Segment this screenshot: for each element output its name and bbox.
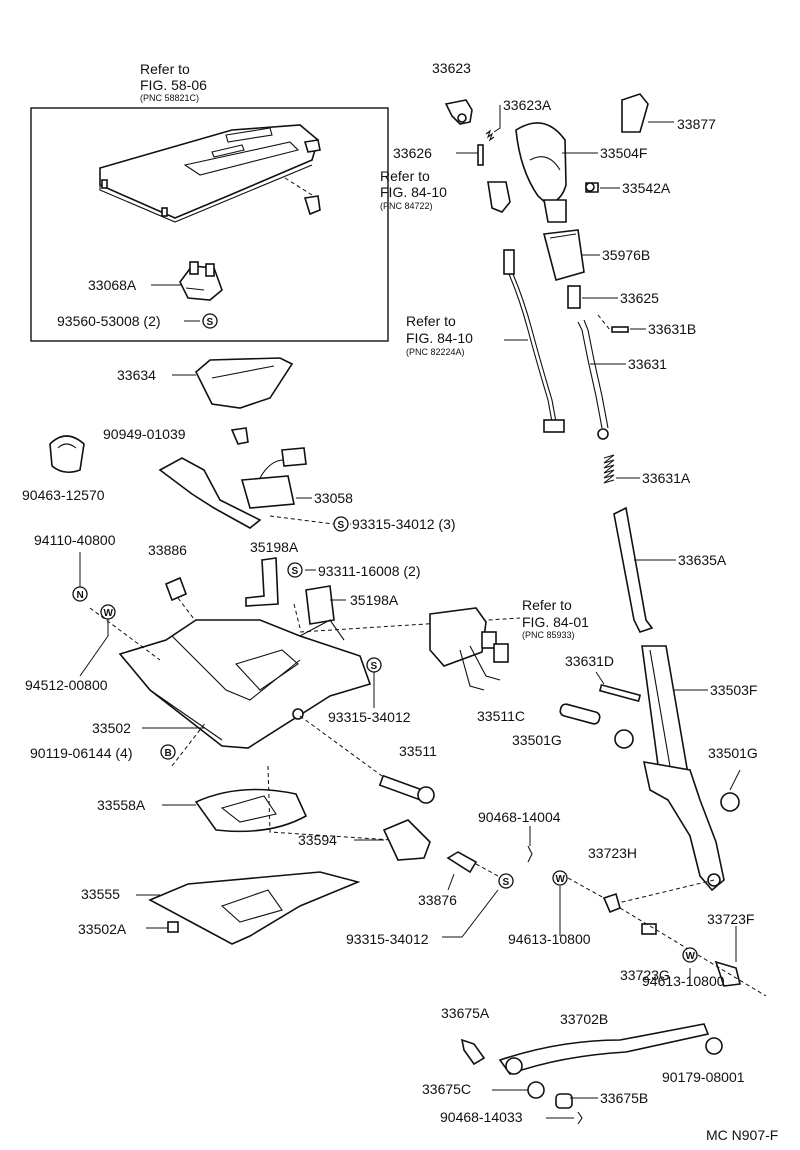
label-33631: 33631 (628, 356, 667, 372)
ref-84-10a-line1: Refer to (380, 168, 430, 184)
label-33723F: 33723F (707, 911, 754, 927)
label-90463: 90463-12570 (22, 487, 105, 503)
svg-text:W: W (556, 874, 566, 885)
symbol-w-94512: W (100, 604, 116, 620)
svg-text:B: B (165, 748, 172, 759)
label-35198A-1: 35198A (250, 539, 299, 555)
label-93311: 93311-16008 (2) (318, 563, 420, 579)
label-33502: 33502 (92, 720, 131, 736)
shift-knob-group (444, 93, 674, 484)
svg-text:W: W (686, 951, 696, 962)
label-94613b: 94613-10800 (642, 973, 725, 989)
label-90949: 90949-01039 (103, 426, 186, 442)
label-33058: 33058 (314, 490, 353, 506)
label-33625: 33625 (620, 290, 659, 306)
label-33068A: 33068A (88, 277, 137, 293)
label-33631A: 33631A (642, 470, 691, 486)
svg-text:W: W (104, 608, 114, 619)
label-33702B: 33702B (560, 1011, 608, 1027)
symbol-w-94613b: W (682, 947, 698, 963)
label-93560: 93560-53008 (2) (57, 313, 161, 329)
symbol-s-93560: S (202, 313, 218, 329)
shift-lever-group (559, 506, 741, 905)
svg-text:S: S (371, 661, 378, 672)
label-33626: 33626 (393, 145, 432, 161)
label-33631B: 33631B (648, 321, 696, 337)
label-90468b: 90468-14033 (440, 1109, 523, 1125)
label-33511: 33511 (399, 743, 437, 759)
label-33723H: 33723H (588, 845, 637, 861)
label-33675B: 33675B (600, 1090, 648, 1106)
svg-text:S: S (503, 877, 510, 888)
symbol-w-94613a: W (552, 870, 568, 886)
svg-text:S: S (292, 566, 299, 577)
label-35198A-2: 35198A (350, 592, 399, 608)
svg-text:S: S (207, 317, 214, 328)
label-33723G: 33723G (620, 967, 670, 983)
label-33886: 33886 (148, 542, 187, 558)
ref-84-01-pnc: (PNC 85933) (522, 630, 575, 640)
label-33502A: 33502A (78, 921, 127, 937)
symbol-n-94110: N (72, 586, 88, 602)
label-33501G-2: 33501G (708, 745, 758, 761)
ref-58-06-pnc: (PNC 58821C) (140, 93, 199, 103)
selector-parts (49, 357, 767, 1125)
label-33504F: 33504F (600, 145, 647, 161)
label-33635A: 33635A (678, 552, 727, 568)
label-33558A: 33558A (97, 797, 146, 813)
reference-callouts: Refer to FIG. 58-06 (PNC 58821C) Refer t… (140, 61, 589, 691)
symbol-s-93311: S (287, 562, 303, 578)
label-33555: 33555 (81, 886, 120, 902)
label-90179: 90179-08001 (662, 1069, 745, 1085)
part-labels: 33623 33623A 33877 33626 33504F 33542A 3… (22, 60, 758, 1125)
svg-text:N: N (77, 590, 84, 601)
label-33631D: 33631D (565, 653, 614, 669)
label-33623A: 33623A (503, 97, 552, 113)
fastener-symbols: S S S N W S B S (72, 313, 698, 963)
ref-84-10b-pnc: (PNC 82224A) (406, 347, 465, 357)
symbol-s-93315a: S (333, 516, 349, 532)
symbol-leaders (79, 523, 375, 708)
console-inset (30, 107, 389, 342)
label-33634: 33634 (117, 367, 156, 383)
ref-84-01-line2: FIG. 84-01 (522, 614, 589, 630)
label-33623: 33623 (432, 60, 471, 76)
symbol-b-90119: B (160, 744, 176, 760)
label-94110: 94110-40800 (34, 532, 116, 548)
ref-58-06-line2: FIG. 58-06 (140, 77, 207, 93)
label-33542A: 33542A (622, 180, 671, 196)
label-33876: 33876 (418, 892, 457, 908)
svg-text:S: S (338, 520, 345, 531)
ref-58-06-line1: Refer to (140, 61, 190, 77)
ref-84-01-line1: Refer to (522, 597, 572, 613)
label-90468a: 90468-14004 (478, 809, 561, 825)
label-94613a: 94613-10800 (508, 931, 591, 947)
ref-84-10b-line2: FIG. 84-10 (406, 330, 473, 346)
label-93315a: 93315-34012 (3) (352, 516, 456, 532)
ref-84-10b-line1: Refer to (406, 313, 456, 329)
label-33503F: 33503F (710, 682, 757, 698)
symbol-s-93315c: S (498, 873, 514, 889)
label-90119: 90119-06144 (4) (30, 745, 132, 761)
label-35976B: 35976B (602, 247, 650, 263)
label-94512: 94512-00800 (25, 677, 108, 693)
label-33501G-1: 33501G (512, 732, 562, 748)
label-93315b: 93315-34012 (328, 709, 411, 725)
diagram-code: MC N907-F (706, 1127, 778, 1143)
label-33675C: 33675C (422, 1081, 471, 1097)
label-93315c: 93315-34012 (346, 931, 429, 947)
label-33511C: 33511C (477, 708, 525, 724)
symbol-s-93315b: S (366, 657, 382, 673)
label-33675A: 33675A (441, 1005, 490, 1021)
label-33877: 33877 (677, 116, 716, 132)
ref-84-10a-line2: FIG. 84-10 (380, 184, 447, 200)
label-33594: 33594 (298, 832, 337, 848)
ref-84-10a-pnc: (PNC 84722) (380, 201, 433, 211)
